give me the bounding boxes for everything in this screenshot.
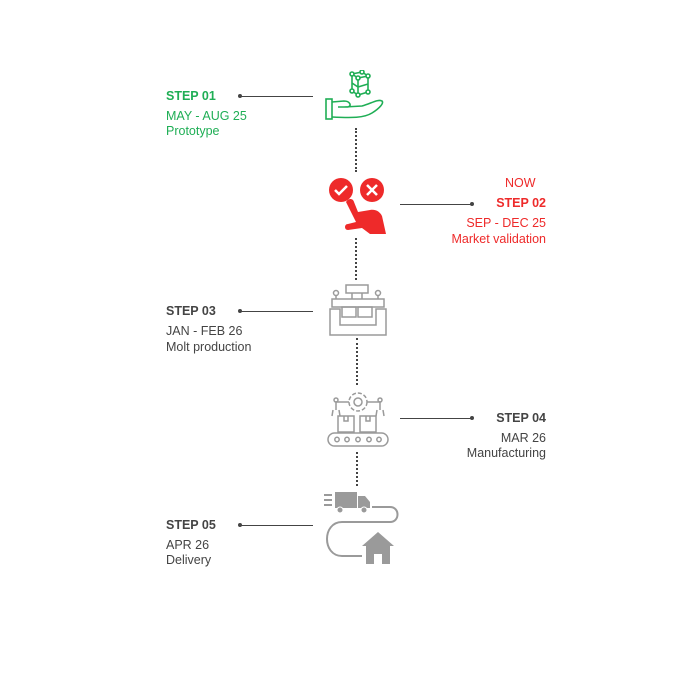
step-date: JAN - FEB 26 (166, 324, 243, 338)
connector-dot (470, 202, 474, 206)
connector (356, 452, 358, 486)
step-label: STEP 01 (166, 89, 216, 103)
step-name: Molt production (166, 340, 252, 354)
connector-line (400, 204, 472, 205)
step-date: APR 26 (166, 538, 210, 552)
connector-line (400, 418, 472, 419)
truck-to-house-icon (324, 492, 399, 564)
connector-dot (470, 416, 474, 420)
mold-press-icon (329, 284, 387, 336)
connector (355, 128, 357, 172)
step-date: MAR 26 (500, 431, 546, 445)
step-label: STEP 04 (496, 411, 546, 425)
step-label: STEP 05 (166, 518, 216, 532)
hand-holding-cube-icon (325, 70, 384, 120)
step-name: Prototype (166, 124, 220, 138)
step-name: Delivery (166, 553, 212, 567)
connector (356, 338, 358, 385)
connector-line (240, 96, 313, 97)
now-badge: NOW (505, 176, 536, 190)
conveyor-robot-icon (327, 392, 389, 447)
connector-line (240, 311, 313, 312)
step-label: STEP 03 (166, 304, 216, 318)
step-date: MAY - AUG 25 (166, 109, 247, 123)
step-name: Market validation (451, 232, 547, 246)
step-date: SEP - DEC 25 (466, 216, 546, 230)
connector (355, 238, 357, 280)
hand-tap-check-cross-icon (329, 178, 386, 234)
step-name: Manufacturing (466, 446, 546, 460)
connector-line (240, 525, 313, 526)
step-label: STEP 02 (496, 196, 546, 210)
